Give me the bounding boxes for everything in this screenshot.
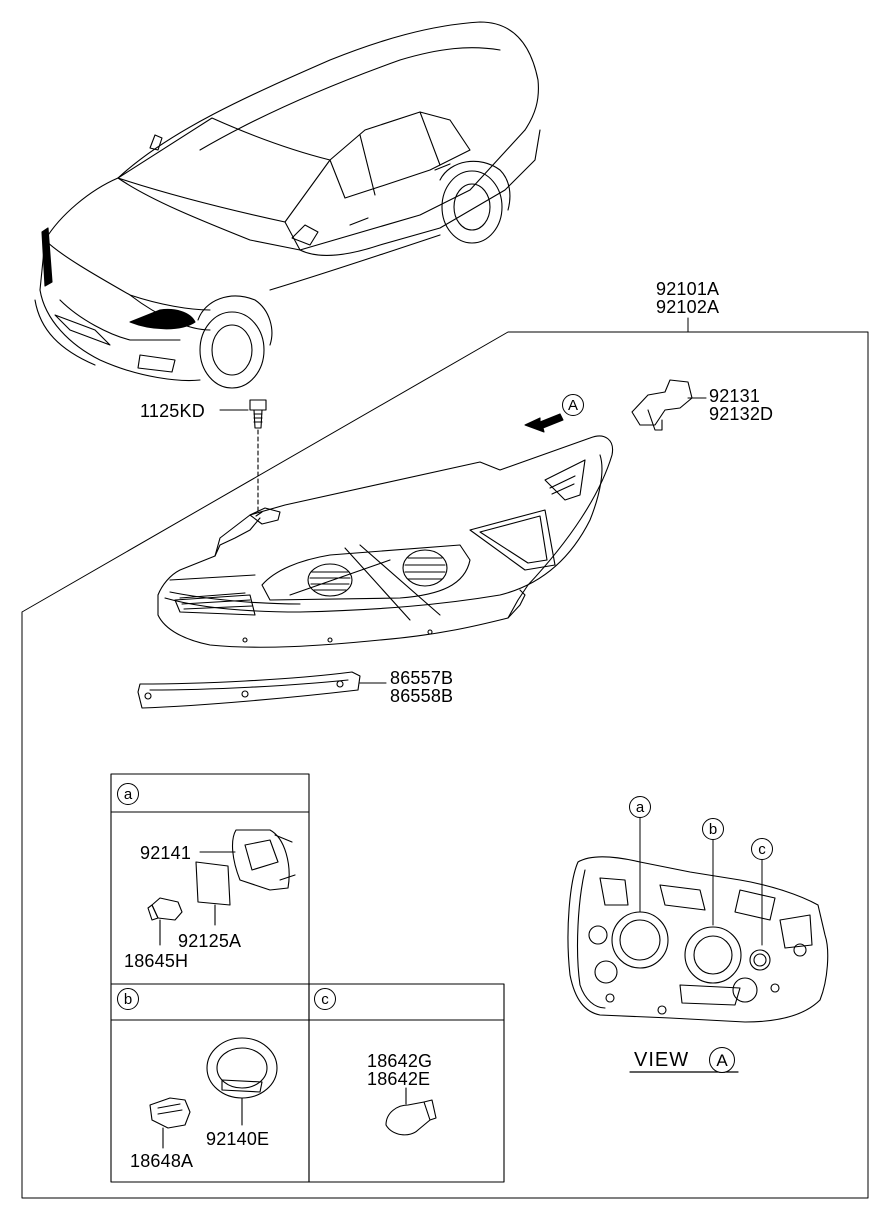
label-92131: 92131 xyxy=(709,386,761,406)
label-86557b: 86557B xyxy=(390,668,454,688)
callout-view-a-b: b xyxy=(702,818,724,840)
label-92132d: 92132D xyxy=(709,404,774,424)
view-label-marker: A xyxy=(709,1047,735,1073)
box-c xyxy=(308,983,505,1183)
car-illustration xyxy=(34,21,541,389)
callout-box-c: c xyxy=(314,988,336,1010)
label-1125kd: 1125KD xyxy=(140,401,205,421)
callout-view-a-c: c xyxy=(751,838,773,860)
screw-1125kd xyxy=(219,399,267,513)
label-86558b: 86558B xyxy=(390,686,454,706)
callout-view-a: A xyxy=(562,394,584,416)
label-18642e: 18642E xyxy=(367,1069,431,1089)
label-18645h: 18645H xyxy=(124,951,189,971)
view-arrow xyxy=(524,413,564,433)
view-a-drawing xyxy=(567,817,829,1073)
callout-box-a: a xyxy=(117,783,139,805)
label-18642g: 18642G xyxy=(367,1051,433,1071)
label-92141: 92141 xyxy=(140,843,192,863)
assembly-outline xyxy=(21,331,869,1199)
label-18648a: 18648A xyxy=(130,1151,194,1171)
label-92102a: 92102A xyxy=(656,297,720,317)
label-92125a: 92125A xyxy=(178,931,242,951)
view-label: VIEW xyxy=(634,1049,690,1071)
bracket-92131 xyxy=(631,379,707,431)
callout-view-a-a: a xyxy=(629,796,651,818)
reflector-86557b xyxy=(137,671,387,709)
callout-box-b: b xyxy=(117,988,139,1010)
label-92140e: 92140E xyxy=(206,1129,270,1149)
label-92101a: 92101A xyxy=(656,279,720,299)
headlamp-assembly xyxy=(157,435,614,648)
